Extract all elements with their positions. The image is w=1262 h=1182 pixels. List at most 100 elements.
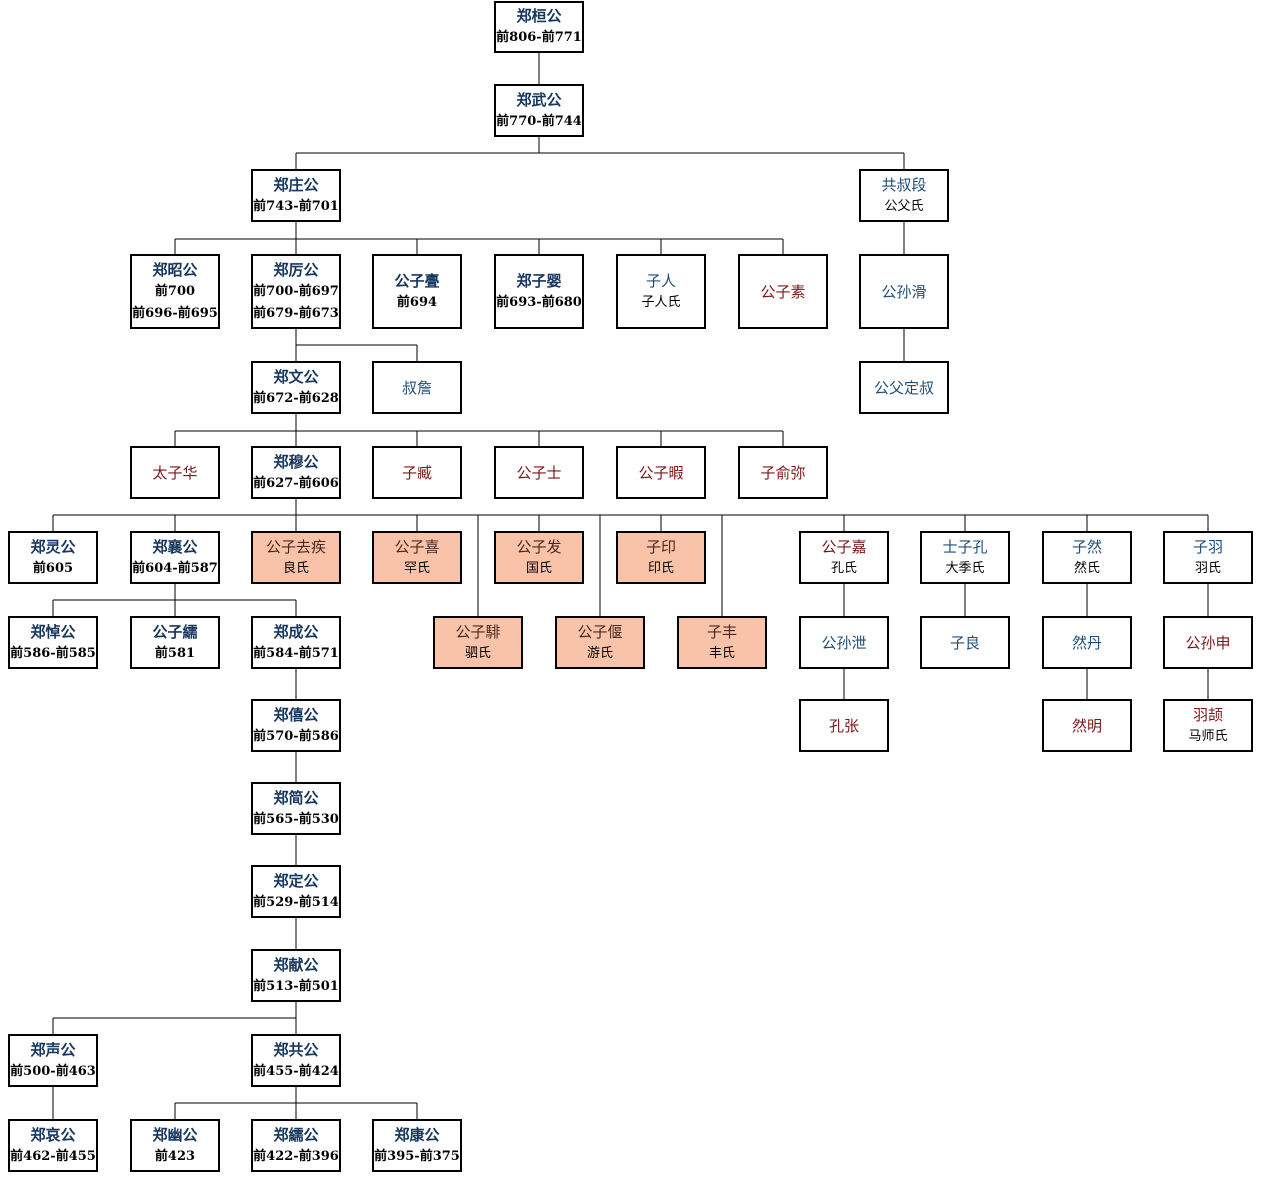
person-name: 郑襄公 [152, 537, 198, 556]
person-name: 郑共公 [273, 1040, 319, 1059]
person-name: 郑僖公 [273, 705, 319, 724]
person-node-wen: 郑文公前672-前628 [251, 361, 341, 414]
person-node-gongshu: 共叔段公父氏 [859, 169, 949, 222]
person-name: 子臧 [401, 463, 432, 482]
person-name: 郑桓公 [516, 7, 562, 25]
person-detail: 前422-前396 [253, 1148, 339, 1164]
person-node-qiji: 公子去疾良氏 [251, 531, 341, 584]
person-name: 子俞弥 [760, 463, 806, 482]
person-name: 公子素 [760, 282, 806, 301]
person-name: 公子去疾 [265, 537, 326, 556]
person-detail: 然氏 [1073, 560, 1100, 576]
person-name: 孔张 [828, 716, 859, 735]
person-name: 郑厉公 [273, 260, 319, 279]
person-detail: 前570-前586 [253, 728, 339, 744]
person-node-ding: 郑定公前529-前514 [251, 865, 341, 918]
person-detail: 前700-前697 [253, 283, 339, 299]
person-name: 郑定公 [273, 871, 319, 890]
person-name: 郑悼公 [30, 622, 76, 641]
person-node-gfds: 公父定叔 [859, 361, 949, 414]
person-node-kang: 郑康公前395-前375 [372, 1119, 462, 1172]
person-node-yan: 公子偃游氏 [555, 616, 645, 669]
person-name: 公子发 [516, 537, 562, 556]
person-node-ziyumi: 子俞弥 [738, 446, 828, 499]
person-node-gzshi: 公子士 [494, 446, 584, 499]
person-detail: 马师氏 [1188, 728, 1228, 744]
person-detail: 前586-前585 [10, 645, 96, 661]
person-detail: 前581 [154, 645, 196, 661]
person-name: 郑穆公 [273, 452, 319, 471]
person-detail: 前806-前771 [496, 30, 582, 45]
person-name: 公子嘉 [821, 537, 867, 556]
person-node-su: 公子素 [738, 254, 828, 329]
person-node-xiang: 郑襄公前604-前587 [130, 531, 220, 584]
person-name: 公子士 [516, 463, 562, 482]
person-name: 郑文公 [273, 367, 319, 386]
person-node-ziyu: 子羽羽氏 [1163, 531, 1253, 584]
person-node-xu2: 郑繻公前422-前396 [251, 1119, 341, 1172]
person-detail: 前700 [154, 283, 196, 299]
person-detail: 前694 [396, 294, 438, 310]
person-detail: 前693-前680 [496, 294, 582, 310]
person-name: 子然 [1071, 537, 1102, 556]
person-name: 郑武公 [516, 90, 562, 109]
person-detail: 前513-前501 [253, 978, 339, 994]
person-name: 子良 [949, 633, 980, 652]
person-node-xi: 公子喜罕氏 [372, 531, 462, 584]
person-name: 然丹 [1071, 633, 1102, 652]
person-name: 公子偃 [577, 622, 623, 641]
person-name: 郑幽公 [152, 1125, 198, 1144]
person-node-gzxia: 公子暇 [616, 446, 706, 499]
person-name: 郑简公 [273, 788, 319, 807]
person-node-feng: 子丰丰氏 [677, 616, 767, 669]
person-node-ai: 郑哀公前462-前455 [8, 1119, 98, 1172]
person-detail: 驷氏 [464, 645, 491, 661]
person-detail: 前696-前695 [132, 305, 218, 321]
person-name: 子羽 [1192, 537, 1223, 556]
person-node-gsxie: 公孙泄 [799, 616, 889, 669]
person-node-yuxie: 羽颉马师氏 [1163, 699, 1253, 752]
person-detail: 前672-前628 [253, 390, 339, 406]
person-node-cheng: 郑成公前584-前571 [251, 616, 341, 669]
person-detail: 前455-前424 [253, 1063, 339, 1079]
person-detail: 前565-前530 [253, 811, 339, 827]
person-name: 郑繻公 [273, 1125, 319, 1144]
person-detail: 公父氏 [884, 198, 924, 214]
person-name: 公子喜 [394, 537, 440, 556]
person-name: 子丰 [706, 622, 737, 641]
person-node-xi2: 郑僖公前570-前586 [251, 699, 341, 752]
person-node-ranming: 然明 [1042, 699, 1132, 752]
person-name: 公孙滑 [881, 282, 927, 301]
person-node-shizikong: 士子孔大季氏 [920, 531, 1010, 584]
person-node-zizang: 子臧 [372, 446, 462, 499]
person-detail: 前462-前455 [10, 1148, 96, 1164]
person-node-dao: 郑悼公前586-前585 [8, 616, 98, 669]
person-node-fei: 公子騑驷氏 [433, 616, 523, 669]
person-detail: 前500-前463 [10, 1063, 96, 1079]
person-node-gshua: 公孙滑 [859, 254, 949, 329]
person-name: 郑康公 [394, 1125, 440, 1144]
person-name: 郑哀公 [30, 1125, 76, 1144]
person-node-zhuang: 郑庄公前743-前701 [251, 169, 341, 222]
person-node-li: 郑厉公前700-前697 前679-前673 [251, 254, 341, 329]
person-node-sheng: 郑声公前500-前463 [8, 1034, 98, 1087]
person-name: 共叔段 [881, 175, 927, 194]
person-name: 公子繻 [152, 622, 198, 641]
person-name: 郑庄公 [273, 175, 319, 194]
person-detail: 前743-前701 [253, 198, 339, 214]
person-node-kongzhang: 孔张 [799, 699, 889, 752]
person-name: 叔詹 [401, 378, 432, 397]
person-name: 公子騑 [455, 622, 501, 641]
person-detail: 前604-前587 [132, 560, 218, 576]
person-detail: 前627-前606 [253, 475, 339, 491]
person-name: 太子华 [152, 463, 198, 482]
person-node-wu: 郑武公前770-前744 [494, 84, 584, 137]
person-detail: 前423 [154, 1148, 196, 1164]
person-node-wei: 公子亹前694 [372, 254, 462, 329]
person-detail: 前679-前673 [253, 305, 339, 321]
person-node-yin: 子印印氏 [616, 531, 706, 584]
person-name: 郑献公 [273, 955, 319, 974]
person-node-taizihua: 太子华 [130, 446, 220, 499]
person-detail: 前529-前514 [253, 894, 339, 910]
